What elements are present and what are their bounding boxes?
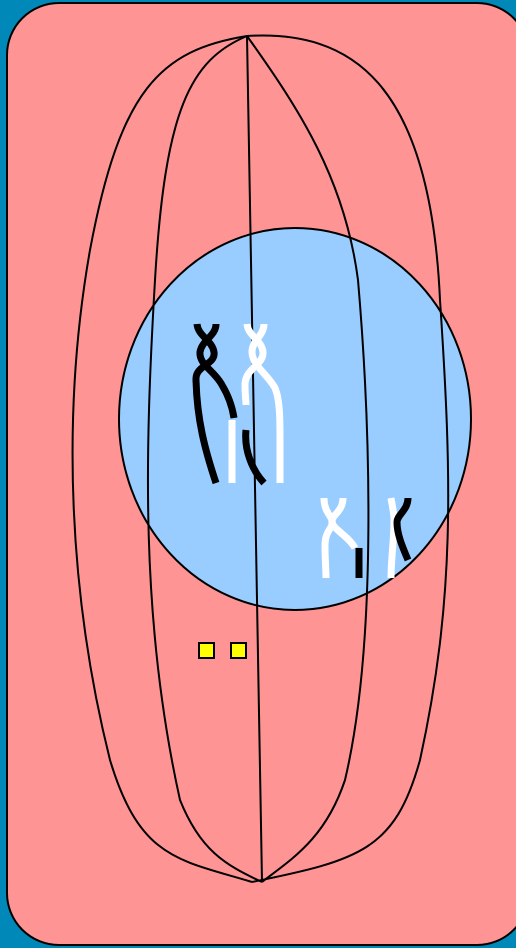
centriole-left — [199, 643, 214, 658]
nucleus — [119, 228, 471, 610]
centriole-right — [231, 643, 246, 658]
